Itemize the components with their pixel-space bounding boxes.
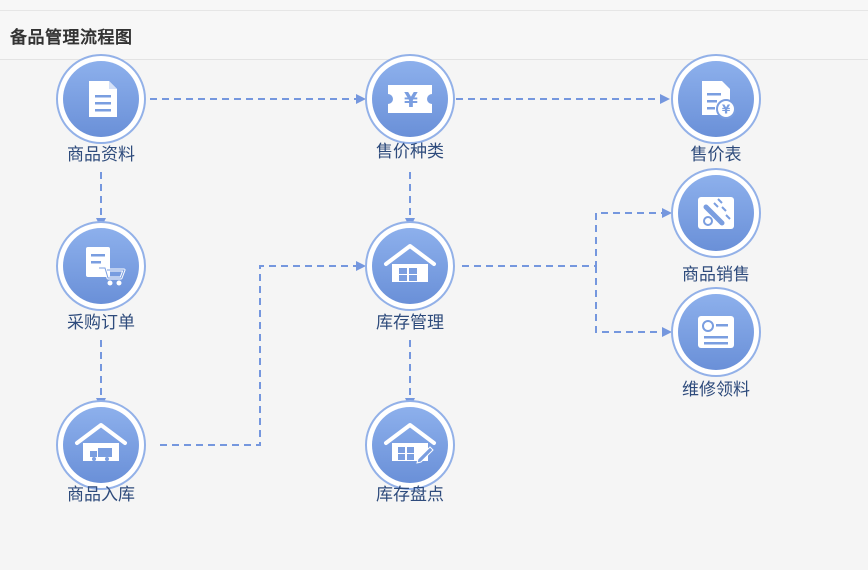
node-stocktaking[interactable]: 库存盘点 — [365, 400, 455, 505]
node-price-list[interactable]: ¥ 售价表 — [671, 54, 761, 165]
node-product-inbound[interactable]: 商品入库 — [56, 400, 146, 505]
node-label-repair-requisition: 维修领料 — [682, 380, 750, 400]
node-price-category[interactable]: ¥ 售价种类 — [365, 54, 455, 162]
page-title: 备品管理流程图 — [10, 28, 133, 48]
node-label-product-sales: 商品销售 — [682, 265, 750, 285]
connector-inbound-to-inventory — [160, 261, 366, 446]
node-label-price-category: 售价种类 — [376, 142, 444, 162]
svg-text:¥: ¥ — [722, 103, 731, 117]
connectors — [96, 94, 672, 446]
node-purchase-order[interactable]: 采购订单 — [56, 221, 146, 333]
page-header: 备品管理流程图 — [0, 11, 868, 60]
id-card-icon — [698, 316, 734, 348]
document-icon — [89, 81, 117, 117]
top-strip — [0, 0, 868, 11]
warehouse-icon — [384, 244, 436, 282]
node-product-info[interactable]: 商品资料 — [56, 54, 146, 165]
node-repair-requisition[interactable]: 维修领料 — [671, 287, 761, 400]
warehouse-truck-icon — [75, 423, 127, 461]
svg-text:¥: ¥ — [404, 88, 418, 112]
node-label-stocktaking: 库存盘点 — [376, 485, 444, 505]
connector-inventory-to-repair — [595, 266, 672, 337]
sales-tag-icon — [698, 197, 734, 229]
node-label-product-info: 商品资料 — [67, 145, 135, 165]
node-label-product-inbound: 商品入库 — [67, 485, 135, 505]
shopping-cart-icon — [86, 247, 126, 286]
node-label-price-list: 售价表 — [691, 145, 742, 165]
connector-inventory-to-sales — [462, 208, 672, 267]
warehouse-pen-icon — [384, 423, 436, 464]
node-product-sales[interactable]: 商品销售 — [671, 168, 761, 285]
yen-ticket-icon: ¥ — [388, 85, 432, 113]
node-label-inventory-management: 库存管理 — [376, 313, 444, 333]
price-list-icon: ¥ — [702, 81, 736, 119]
node-label-purchase-order: 采购订单 — [67, 313, 135, 333]
node-inventory-management[interactable]: 库存管理 — [365, 221, 455, 333]
